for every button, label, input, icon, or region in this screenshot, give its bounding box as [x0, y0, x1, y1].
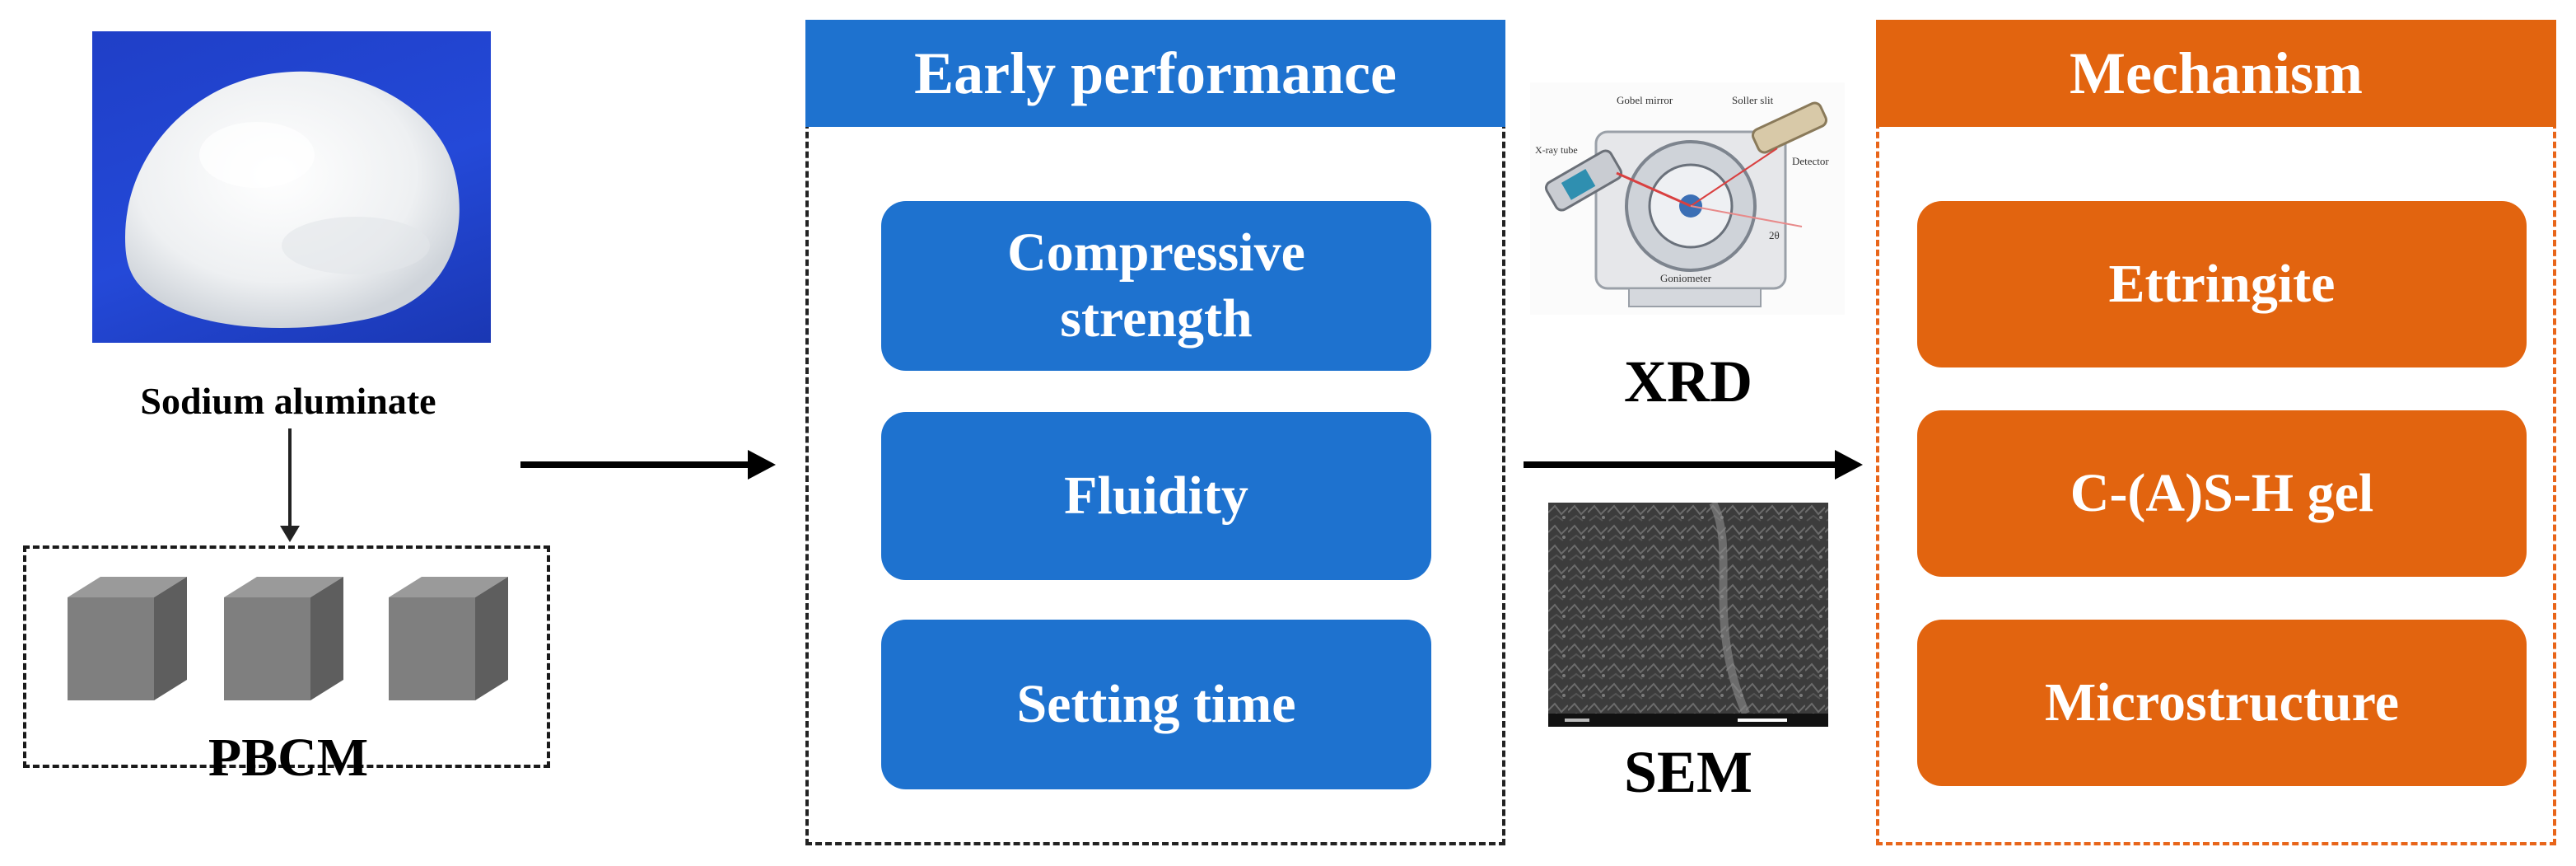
pbcm-label: PBCM: [208, 728, 369, 788]
arrow-to-mechanism-line: [1524, 461, 1836, 468]
csh-gel-label: C-(A)S-H gel: [2070, 463, 2374, 523]
sodium-aluminate-label: Sodium aluminate: [140, 380, 436, 422]
sodium-aluminate-photo: [92, 31, 491, 343]
setting-time-box: Setting time: [881, 620, 1431, 789]
powder-pile-icon: [125, 71, 460, 329]
down-arrow-head-icon: [280, 526, 300, 542]
sem-label: SEM: [1623, 739, 1753, 805]
xrd-annotation: X-ray tube: [1535, 144, 1578, 156]
compressive-strength-box: Compressive strength: [881, 201, 1431, 371]
down-arrow-line: [288, 428, 292, 531]
arrow-right-icon: [748, 450, 776, 480]
ettringite-label: Ettringite: [2108, 254, 2336, 314]
pbcm-frame: [23, 545, 550, 768]
xrd-annotation: Goniometer: [1660, 272, 1712, 284]
compressive-strength-label: Compressive strength: [1007, 222, 1305, 349]
fluidity-box: Fluidity: [881, 412, 1431, 580]
xrd-label: XRD: [1624, 349, 1752, 414]
xrd-annotation: Detector: [1792, 155, 1829, 167]
sem-image: [1548, 503, 1828, 727]
cube-icon: [68, 577, 187, 700]
cube-icon: [389, 577, 508, 700]
xrd-diffractometer-icon: Gobel mirror Soller slit X-ray tube Dete…: [1535, 94, 1829, 307]
mechanism-title: Mechanism: [1876, 20, 2556, 127]
xrd-image: Gobel mirror Soller slit X-ray tube Dete…: [1530, 82, 1845, 315]
xrd-annotation: Gobel mirror: [1617, 94, 1673, 106]
arrow-right-icon: [1835, 450, 1863, 480]
cube-icon: [224, 577, 343, 700]
arrow-to-early-performance-line: [520, 461, 751, 468]
xrd-annotation: Soller slit: [1732, 94, 1774, 106]
fluidity-label: Fluidity: [1064, 466, 1248, 526]
csh-gel-box: C-(A)S-H gel: [1917, 410, 2527, 577]
ettringite-box: Ettringite: [1917, 201, 2527, 367]
microstructure-box: Microstructure: [1917, 620, 2527, 786]
setting-time-label: Setting time: [1016, 674, 1296, 734]
early-performance-title: Early performance: [805, 20, 1505, 127]
microstructure-label: Microstructure: [2044, 672, 2400, 733]
sem-micrograph-icon: [1548, 503, 1828, 727]
xrd-annotation: 2θ: [1769, 229, 1780, 241]
